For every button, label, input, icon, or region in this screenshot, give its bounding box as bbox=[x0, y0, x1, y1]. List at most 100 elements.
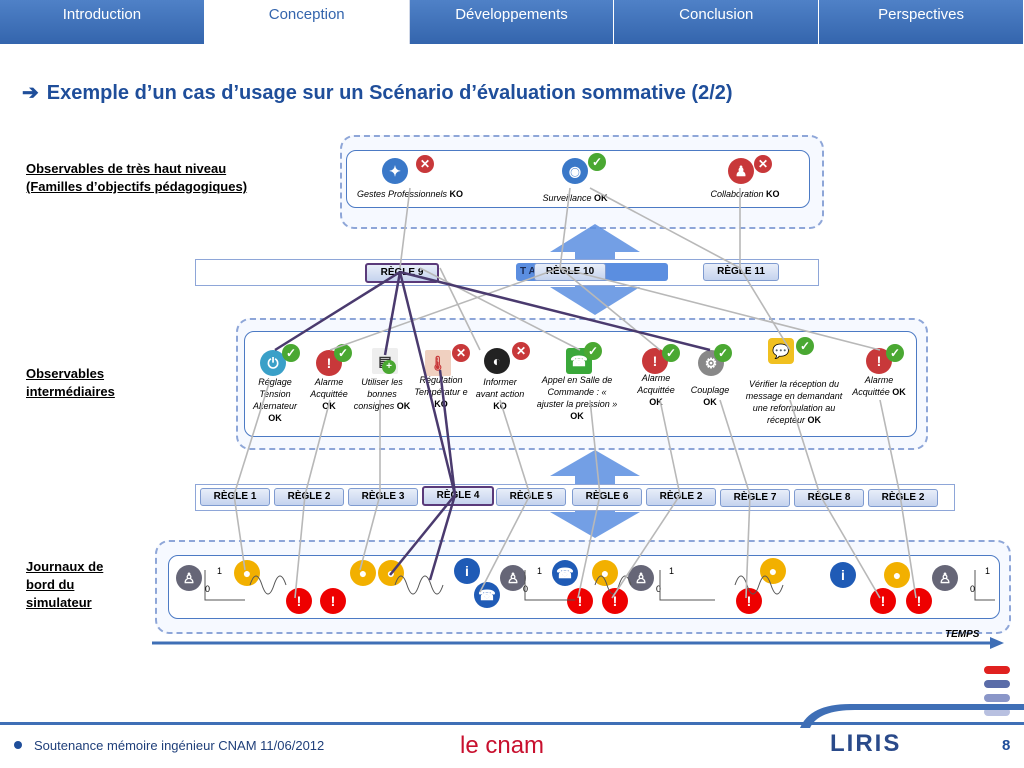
intermediate-label-line1: Observables bbox=[26, 366, 105, 381]
decor-bar-lightblue bbox=[984, 694, 1010, 702]
family-name: Gestes Professionnels bbox=[356, 189, 448, 199]
sine-wave bbox=[249, 575, 287, 595]
liris-logo: LIRIS bbox=[830, 730, 902, 757]
tab-perspectives[interactable]: Perspectives bbox=[819, 0, 1024, 44]
check-icon: ✓ bbox=[714, 344, 732, 362]
phone-icon: ☎ bbox=[552, 560, 578, 586]
swoosh-shape bbox=[800, 704, 1024, 728]
family-status: KO bbox=[449, 189, 464, 199]
gauge-icon: ⏻ bbox=[260, 350, 286, 376]
slide-title: ➔ Exemple d’un cas d’usage sur un Scénari… bbox=[22, 80, 733, 105]
upper-rule-10[interactable]: RÈGLE 10 bbox=[534, 263, 606, 281]
lower-rule-2[interactable]: RÈGLE 2 bbox=[274, 488, 344, 506]
obs-status: OK bbox=[322, 401, 336, 411]
family-collaboration: Collaboration KO bbox=[670, 189, 820, 199]
lower-rule-4[interactable]: RÈGLE 4 bbox=[422, 486, 494, 506]
decor-bar-blue bbox=[984, 680, 1010, 688]
sine-wave bbox=[394, 575, 444, 595]
timeline-arrow bbox=[152, 637, 1004, 649]
lower-rule-6[interactable]: RÈGLE 6 bbox=[572, 488, 642, 506]
intermediate-label: Observables intermédiaires bbox=[26, 365, 115, 401]
obs-status: OK bbox=[268, 413, 282, 423]
lower-rule-7[interactable]: RÈGLE 7 bbox=[720, 489, 790, 507]
obs-informer: Informer avant action KO bbox=[472, 376, 528, 412]
obs-status: OK bbox=[807, 415, 822, 425]
footer-swoosh bbox=[800, 704, 1024, 728]
eye-icon: ◉ bbox=[562, 158, 588, 184]
family-gestes: Gestes Professionnels KO bbox=[335, 189, 485, 199]
obs-reglage: Réglage Tension Alternateur OK bbox=[246, 376, 304, 424]
cnam-logo: le cnam bbox=[460, 732, 545, 759]
decor-bar-red bbox=[984, 666, 1010, 674]
ko-icon: ✕ bbox=[452, 344, 470, 362]
logs-label-line3: simulateur bbox=[26, 595, 92, 610]
lower-rule-2c[interactable]: RÈGLE 2 bbox=[868, 489, 938, 507]
obs-text: Réglage Tension Alternateur bbox=[252, 377, 298, 411]
lower-rule-5[interactable]: RÈGLE 5 bbox=[496, 488, 566, 506]
thermometer-icon: 🌡 bbox=[425, 350, 451, 376]
high-level-label: Observables de très haut niveau (Famille… bbox=[26, 160, 247, 196]
logs-label-line1: Journaux de bbox=[26, 559, 104, 574]
obs-status: OK bbox=[703, 397, 717, 407]
lower-rule-8[interactable]: RÈGLE 8 bbox=[794, 489, 864, 507]
tab-conception[interactable]: Conception bbox=[204, 0, 410, 44]
bullet-icon bbox=[14, 741, 22, 749]
footer-text: Soutenance mémoire ingénieur CNAM 11/06/… bbox=[34, 738, 325, 753]
obs-status: KO bbox=[493, 401, 507, 411]
check-icon: ✓ bbox=[588, 153, 606, 171]
obs-text: Alarme Acquittée bbox=[637, 373, 675, 395]
log-value-zero: 0 bbox=[970, 584, 976, 594]
lower-rule-1[interactable]: RÈGLE 1 bbox=[200, 488, 270, 506]
obs-appel: Appel en Salle de Commande : « ajuster l… bbox=[534, 374, 620, 422]
obs-text: Informer avant action bbox=[475, 377, 525, 399]
family-name: Collaboration bbox=[710, 189, 764, 199]
lower-rule-2b[interactable]: RÈGLE 2 bbox=[646, 488, 716, 506]
check-icon: ✓ bbox=[334, 344, 352, 362]
obs-text: Alarme Acquittée bbox=[310, 377, 348, 399]
lower-rule-3[interactable]: RÈGLE 3 bbox=[348, 488, 418, 506]
intermediate-label-line2: intermédiaires bbox=[26, 384, 115, 399]
slide-title-text: Exemple d’un cas d’usage sur un Scénario… bbox=[46, 82, 733, 104]
decor-bar-pale bbox=[984, 708, 1010, 716]
upper-rule-11[interactable]: RÈGLE 11 bbox=[703, 263, 779, 281]
family-status: OK bbox=[594, 193, 608, 203]
obs-couplage: Couplage OK bbox=[684, 384, 736, 408]
check-icon: ✓ bbox=[282, 344, 300, 362]
obs-text: Alarme Acquittée bbox=[852, 375, 894, 397]
alarm-icon: ! bbox=[320, 588, 346, 614]
arrow-right-icon: ➔ bbox=[22, 82, 39, 104]
family-name: Surveillance bbox=[542, 193, 592, 203]
timeline-arrowhead bbox=[990, 637, 1004, 649]
ko-icon: ✕ bbox=[416, 155, 434, 173]
plus-icon: + bbox=[382, 360, 396, 374]
ko-icon: ✕ bbox=[512, 342, 530, 360]
ko-icon: ✕ bbox=[754, 155, 772, 173]
obs-alarme-2: Alarme Acquittée OK bbox=[630, 372, 682, 408]
sine-wave bbox=[594, 575, 632, 595]
obs-status: OK bbox=[649, 397, 663, 407]
high-level-label-line2: (Familles d’objectifs pédagogiques) bbox=[26, 179, 248, 194]
family-status: KO bbox=[766, 189, 780, 199]
obs-status: OK bbox=[570, 411, 584, 421]
person-icon: ● bbox=[760, 558, 786, 584]
step-signal bbox=[974, 570, 995, 601]
obs-alarme-3: Alarme Acquittée OK bbox=[852, 374, 906, 398]
upper-rule-9[interactable]: RÈGLE 9 bbox=[365, 263, 439, 283]
family-surveillance: Surveillance OK bbox=[500, 193, 650, 203]
obs-status: OK bbox=[396, 401, 411, 411]
logs-label-line2: bord du bbox=[26, 577, 75, 592]
top-navigation: Introduction Conception Développements C… bbox=[0, 0, 1024, 44]
operator-icon: ♙ bbox=[176, 565, 202, 591]
check-icon: ✓ bbox=[662, 344, 680, 362]
tab-developpements[interactable]: Développements bbox=[409, 0, 615, 44]
obs-verifier: Vérifier la réception du message en dema… bbox=[738, 378, 850, 426]
speaker-icon: ◐ bbox=[484, 348, 510, 374]
step-signal bbox=[659, 570, 715, 601]
people-icon: ♟ bbox=[728, 158, 754, 184]
obs-status: KO bbox=[434, 399, 448, 409]
tab-introduction[interactable]: Introduction bbox=[0, 0, 205, 44]
tab-conclusion[interactable]: Conclusion bbox=[614, 0, 820, 44]
obs-text: Régulation Températur e bbox=[414, 375, 468, 397]
obs-status: OK bbox=[892, 387, 906, 397]
chat-icon: 💬 bbox=[768, 338, 794, 364]
